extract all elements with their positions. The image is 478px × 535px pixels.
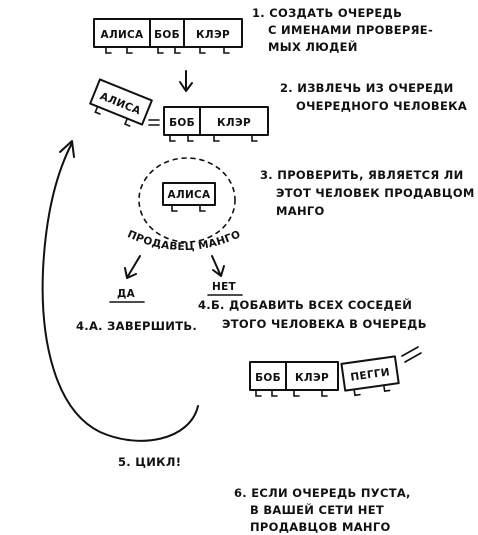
initial-queue: АЛИСА БОБ КЛЭР [93, 18, 243, 54]
step-2-text: 2. ИЗВЛЕЧЬ ИЗ ОЧЕРЕДИ ОЧЕРЕДНОГО ЧЕЛОВЕК… [280, 81, 467, 113]
new-queue: БОБ КЛЭР [249, 361, 339, 397]
yes-label: ДА [117, 288, 136, 300]
step-5-text: 5. ЦИКЛ! [118, 455, 181, 469]
remaining-cell-claire: КЛЭР [217, 117, 251, 129]
dequeued-alice-box: АЛИСА [89, 78, 153, 127]
remaining-queue: БОБ КЛЭР [163, 106, 269, 142]
queue-cell-claire: КЛЭР [196, 29, 230, 41]
arrow-yes [124, 255, 141, 279]
new-peggy-box: ПЕГГИ [340, 355, 400, 397]
loop-arrow [41, 142, 199, 442]
step-1-text: 1. СОЗДАТЬ ОЧЕРЕДЬ С ИМЕНАМИ ПРОВЕРЯЕ- М… [252, 6, 437, 54]
remaining-cell-bob: БОБ [169, 117, 195, 129]
no-label: НЕТ [212, 281, 237, 293]
queue-cell-alice: АЛИСА [101, 29, 145, 41]
arrow-no [211, 255, 225, 277]
peggy-motion-lines [401, 346, 422, 363]
step-3-text: 3. ПРОВЕРИТЬ, ЯВЛЯЕТСЯ ЛИ ЭТОТ ЧЕЛОВЕК П… [260, 168, 478, 218]
new-queue-cell-bob: БОБ [255, 372, 281, 384]
checked-alice-box: АЛИСА [162, 182, 216, 212]
step-4a-text: 4.А. ЗАВЕРШИТЬ. [76, 319, 197, 333]
checked-alice-label: АЛИСА [168, 189, 212, 201]
loop-arrowhead [59, 140, 75, 158]
new-queue-cell-claire: КЛЭР [295, 372, 329, 384]
step-4b-text: 4.Б. ДОБАВИТЬ ВСЕХ СОСЕДЕЙ ЭТОГО ЧЕЛОВЕК… [198, 297, 427, 331]
mango-seller-label: ПРОДАВЕЦ МАНГО [126, 228, 243, 253]
motion-lines [148, 119, 160, 126]
new-peggy-label: ПЕГГИ [350, 366, 391, 383]
arrow-down-1 [179, 70, 193, 92]
check-dashed-circle [138, 157, 236, 243]
queue-cell-bob: БОБ [154, 29, 180, 41]
step-6-text: 6. ЕСЛИ ОЧЕРЕДЬ ПУСТА, В ВАШЕЙ СЕТИ НЕТ … [234, 486, 415, 534]
